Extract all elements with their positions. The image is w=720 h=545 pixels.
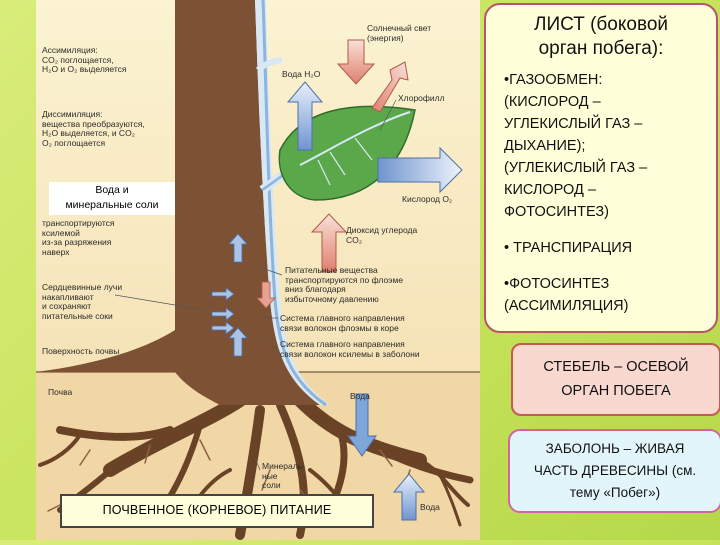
soil-nutrition-box: ПОЧВЕННОЕ (КОРНЕВОЕ) ПИТАНИЕ [60, 494, 374, 528]
water-minerals-box: Вода и минеральные соли [49, 182, 175, 215]
stem-line-2: ОРГАН ПОБЕГА [561, 383, 671, 399]
xylem-system-label: Система главного направления связи волок… [280, 339, 420, 359]
water-bottom-label: Вода [420, 502, 440, 512]
sapwood-info-box: ЗАБОЛОНЬ – ЖИВАЯ ЧАСТЬ ДРЕВЕСИНЫ (см. те… [508, 429, 720, 513]
leaf [278, 105, 416, 201]
water-h2o-label: Вода H₂O [282, 69, 321, 79]
leaf-functions-list: •ГАЗООБМЕН: (КИСЛОРОД – УГЛЕКИСЛЫЙ ГАЗ –… [504, 72, 648, 314]
arrow-sunlight-down [336, 39, 376, 85]
sapwood-line-3: тему «Побег») [569, 485, 661, 500]
xylem-transport-label: транспортируются ксилемой из-за разряжен… [42, 218, 115, 257]
chlorophyll-label: Хлорофилл [398, 93, 445, 103]
arrow-oxygen [377, 146, 463, 194]
water-label: Вода [350, 391, 370, 401]
dissimilation-label: Диссимиляция: вещества преобразуются, H₂… [42, 109, 145, 148]
leaf-info-box: ЛИСТ (боковой орган побега): •ГАЗООБМЕН:… [484, 3, 718, 333]
soil-nutrition-text: ПОЧВЕННОЕ (КОРНЕВОЕ) ПИТАНИЕ [102, 503, 332, 517]
diagram-illustration [36, 0, 480, 540]
nutrients-label: Питательные вещества транспортируются по… [285, 265, 404, 304]
sunlight-label: Солнечный свет (энергия) [367, 23, 432, 43]
arrow-co2 [310, 213, 348, 273]
phloem-system-label: Система главного направления связи волок… [280, 313, 405, 333]
mineral-salts-label: Минераль- ные соли [262, 461, 305, 490]
soil-surface-label: Поверхность почвы [42, 346, 120, 356]
assimilation-label: Ассимиляция: CO₂ поглощается, H₂O и O₂ в… [42, 45, 127, 74]
sapwood-line-2: ЧАСТЬ ДРЕВЕСИНЫ (см. [533, 463, 697, 478]
soil-label: Почва [48, 387, 73, 397]
leaf-title: ЛИСТ (боковой орган побега): [533, 14, 669, 59]
sapwood-line-1: ЗАБОЛОНЬ – ЖИВАЯ [545, 441, 685, 456]
heartwood-rays-label: Сердцевинные лучи накапливают и сохраняю… [42, 282, 123, 321]
arrow-water-up [286, 81, 324, 151]
arrow-water-down [347, 393, 377, 457]
stem-info-box: СТЕБЕЛЬ – ОСЕВОЙ ОРГАН ПОБЕГА [511, 343, 720, 416]
plant-nutrition-diagram: Ассимиляция: CO₂ поглощается, H₂O и O₂ в… [36, 0, 480, 540]
stem-line-1: СТЕБЕЛЬ – ОСЕВОЙ [543, 359, 689, 375]
oxygen-label: Кислород O₂ [402, 194, 453, 204]
co2-label: Диоксид углерода CO₂ [346, 225, 418, 245]
arrow-water-bottom [392, 473, 426, 521]
trunk-small-arrows [211, 233, 276, 357]
tree-trunk [175, 0, 320, 405]
arrow-sunlight [371, 61, 409, 113]
